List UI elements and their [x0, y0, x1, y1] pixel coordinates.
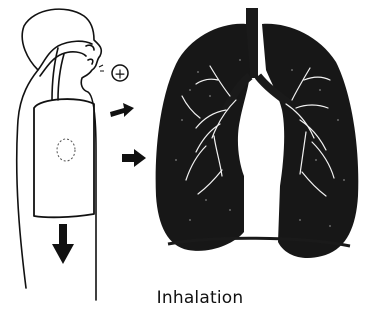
arrow-right-icon	[122, 149, 146, 167]
lung-outline	[57, 139, 75, 161]
lungs-icon	[156, 8, 359, 258]
arrow-down-icon	[52, 224, 74, 264]
plus-circle-icon: +	[112, 65, 128, 83]
arrow-right-icon	[110, 103, 134, 117]
caption: Inhalation	[0, 288, 366, 308]
air-puff-marks	[99, 65, 104, 71]
pressure-symbol: +	[114, 67, 126, 83]
